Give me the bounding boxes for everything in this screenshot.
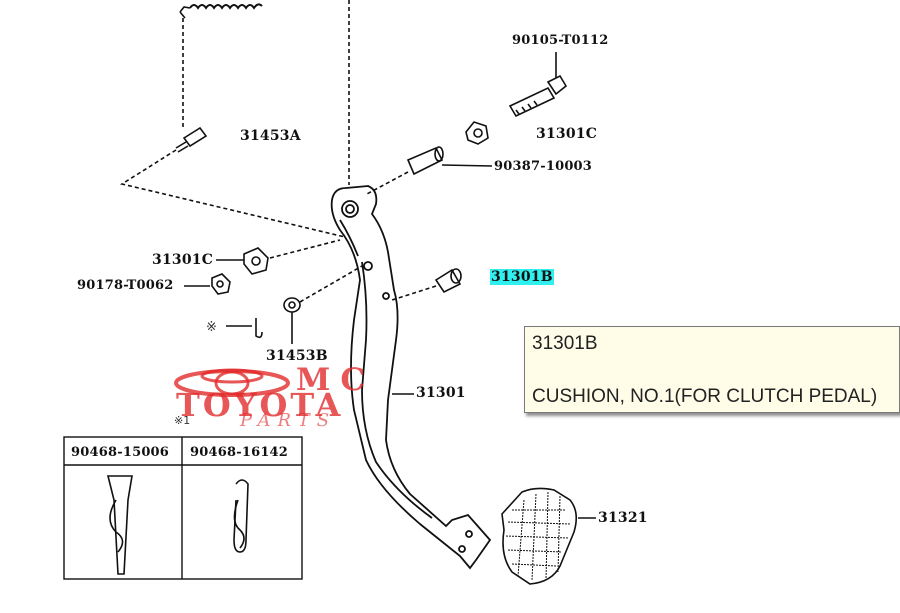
part-label-90105-t0112[interactable]: 90105-T0112: [512, 33, 609, 48]
cushion-31301b-drawing: [434, 268, 462, 294]
clip-symbol-drawing: [226, 318, 263, 339]
toyota-logo-icon: [174, 368, 290, 397]
bushing-31453b-drawing: [283, 297, 301, 313]
nut-31301c-top-drawing: [465, 121, 489, 145]
bushing-90387-drawing: [406, 146, 444, 176]
bolt-90105-drawing: [508, 74, 568, 118]
part-label-31453b[interactable]: 31453B: [266, 348, 328, 364]
tooltip-part-number: 31301B: [532, 333, 598, 354]
watermark-toyota: TOYOTA: [176, 386, 344, 424]
part-label-90468-15006[interactable]: 90468-15006: [71, 445, 170, 460]
clip-90468-15006-drawing: [106, 475, 133, 575]
part-label-31301b-highlighted[interactable]: 31301B: [490, 269, 554, 285]
pedal-pad-31321-drawing: [501, 487, 578, 585]
leader-dashed-bushing: [364, 171, 409, 196]
watermark-parts: PARTS: [240, 410, 337, 431]
asterisk1-note: ※1: [174, 414, 191, 427]
leader-dashed-cushion: [391, 285, 437, 301]
leader-dashed-diagonal-1: [119, 149, 346, 238]
leader-dashed-31453b: [299, 265, 363, 303]
leader-dashed-nut: [269, 239, 341, 259]
leader-90387: [441, 164, 493, 167]
bolt-31453a-drawing: [175, 126, 208, 153]
nut-90178-drawing: [211, 273, 231, 295]
part-label-31301[interactable]: 31301: [416, 385, 466, 401]
clip-90468-16142-drawing: [233, 479, 249, 553]
clip-parts-table: [63, 436, 303, 580]
part-label-90468-16142[interactable]: 90468-16142: [190, 445, 289, 460]
part-label-31453a[interactable]: 31453A: [240, 128, 301, 144]
pedal-arm-drawing: [330, 185, 492, 570]
part-label-90178-t0062[interactable]: 90178-T0062: [77, 278, 174, 293]
part-label-90387-10003[interactable]: 90387-10003: [494, 159, 593, 174]
part-label-31321[interactable]: 31321: [598, 510, 648, 526]
part-label-31301c-top[interactable]: 31301C: [536, 126, 598, 142]
nut-31301c-left-drawing: [243, 247, 269, 275]
asterisk-note: ※: [206, 320, 217, 335]
spring-drawing: [179, 3, 263, 19]
part-label-31301c-left[interactable]: 31301C: [152, 252, 214, 268]
part-tooltip: 31301B CUSHION, NO.1(FOR CLUTCH PEDAL): [524, 326, 900, 413]
tooltip-description: CUSHION, NO.1(FOR CLUTCH PEDAL): [532, 386, 878, 407]
watermark-mc: MC: [296, 362, 375, 398]
